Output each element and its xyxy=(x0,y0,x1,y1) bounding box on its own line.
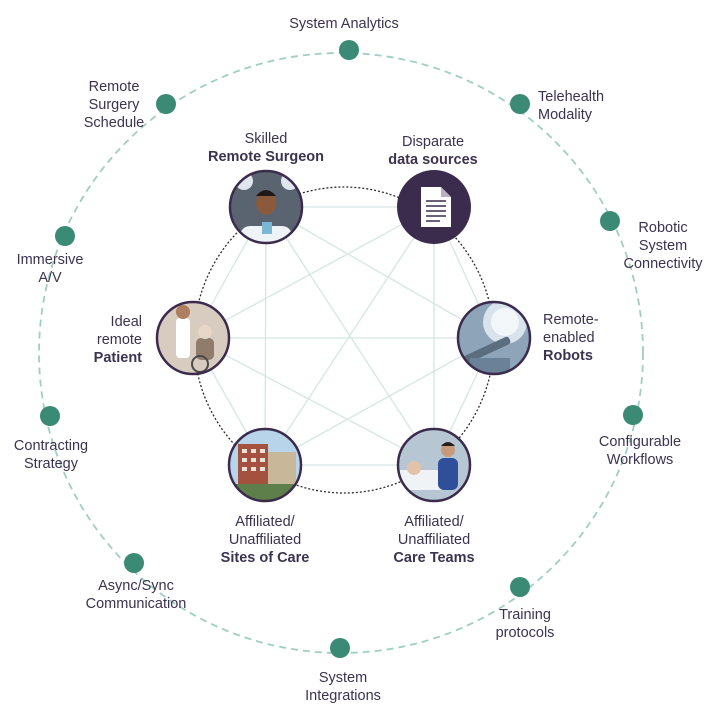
label-line: Unaffiliated xyxy=(228,532,302,548)
label-line-bold: Remote Surgeon xyxy=(207,149,324,165)
label-robotic-system-connectivity: Robotic System Connectivity xyxy=(610,219,716,273)
label-system-analytics: System Analytics xyxy=(264,15,424,33)
label-skilled-remote-surgeon: Skilled Remote Surgeon xyxy=(186,130,346,166)
label-line: Modality xyxy=(538,107,592,123)
label-training-protocols: Training protocols xyxy=(475,606,575,642)
label-line: Affiliated/ xyxy=(235,514,295,530)
ring-node-training-protocols[interactable] xyxy=(510,577,530,597)
label-line: System xyxy=(318,670,368,686)
label-line: System xyxy=(638,238,688,254)
label-line: Robotic xyxy=(638,220,688,236)
label-line: Integrations xyxy=(305,688,381,704)
label-async-sync-communication: Async/Sync Communication xyxy=(66,577,206,613)
label-line: Contracting xyxy=(13,438,89,454)
hospital-photo[interactable] xyxy=(227,427,303,503)
label-line: Strategy xyxy=(24,456,78,472)
label-ideal-remote-patient: Ideal remote Patient xyxy=(60,313,142,367)
robot-photo[interactable] xyxy=(456,300,532,376)
document-icon[interactable] xyxy=(397,170,471,244)
label-remote-enabled-robots: Remote- enabled Robots xyxy=(543,311,633,365)
label-care-teams: Affiliated/ Unaffiliated Care Teams xyxy=(374,513,494,567)
label-line: Configurable xyxy=(598,434,682,450)
label-line: Connectivity xyxy=(623,256,703,272)
label-line: Async/Sync xyxy=(98,578,174,594)
label-line: Communication xyxy=(85,596,187,612)
patient-photo[interactable] xyxy=(155,300,231,376)
label-line: Surgery xyxy=(88,97,140,113)
ring-node-async-sync-communication[interactable] xyxy=(124,553,144,573)
label-line-bold: Care Teams xyxy=(393,550,475,566)
label-sites-of-care: Affiliated/ Unaffiliated Sites of Care xyxy=(200,513,330,567)
ring-node-configurable-workflows[interactable] xyxy=(623,405,643,425)
ring-node-telehealth-modality[interactable] xyxy=(510,94,530,114)
ring-node-robotic-system-connectivity[interactable] xyxy=(600,211,620,231)
label-line-bold: data sources xyxy=(388,152,478,168)
label-line: Telehealth xyxy=(538,89,605,105)
label-line: Training xyxy=(499,607,551,623)
ring-node-system-integrations[interactable] xyxy=(330,638,350,658)
label-line-bold: Robots xyxy=(543,348,593,364)
label-line: Disparate xyxy=(401,134,465,150)
care-team-photo[interactable] xyxy=(396,427,472,503)
label-system-integrations: System Integrations xyxy=(288,669,398,705)
label-line: Immersive xyxy=(16,252,84,268)
surgeon-photo[interactable] xyxy=(228,169,304,250)
label-telehealth-modality: Telehealth Modality xyxy=(538,88,648,124)
label-line: System Analytics xyxy=(289,16,399,32)
label-line: remote xyxy=(96,332,142,348)
label-line: Unaffiliated xyxy=(397,532,471,548)
label-line: Schedule xyxy=(83,115,145,131)
label-line: A/V xyxy=(38,270,62,286)
outer-ring-nodes xyxy=(40,40,643,658)
label-line: enabled xyxy=(543,330,595,346)
ring-node-contracting-strategy[interactable] xyxy=(40,406,60,426)
label-contracting-strategy: Contracting Strategy xyxy=(0,437,102,473)
label-disparate-data-sources: Disparate data sources xyxy=(368,133,498,169)
ring-node-remote-surgery-schedule[interactable] xyxy=(156,94,176,114)
label-line-bold: Patient xyxy=(93,350,142,366)
ring-node-system-analytics[interactable] xyxy=(339,40,359,60)
label-configurable-workflows: Configurable Workflows xyxy=(580,433,700,469)
label-line: Ideal xyxy=(110,314,142,330)
label-remote-surgery-schedule: Remote Surgery Schedule xyxy=(64,78,164,132)
label-line-bold: Sites of Care xyxy=(220,550,310,566)
label-line: Affiliated/ xyxy=(404,514,464,530)
label-line: Remote- xyxy=(543,312,599,328)
label-line: protocols xyxy=(495,625,555,641)
label-immersive-av: Immersive A/V xyxy=(4,251,96,287)
label-line: Workflows xyxy=(606,452,674,468)
ring-node-immersive-av[interactable] xyxy=(55,226,75,246)
label-line: Remote xyxy=(88,79,140,95)
mesh-lines xyxy=(192,206,495,466)
label-line: Skilled xyxy=(244,131,288,147)
